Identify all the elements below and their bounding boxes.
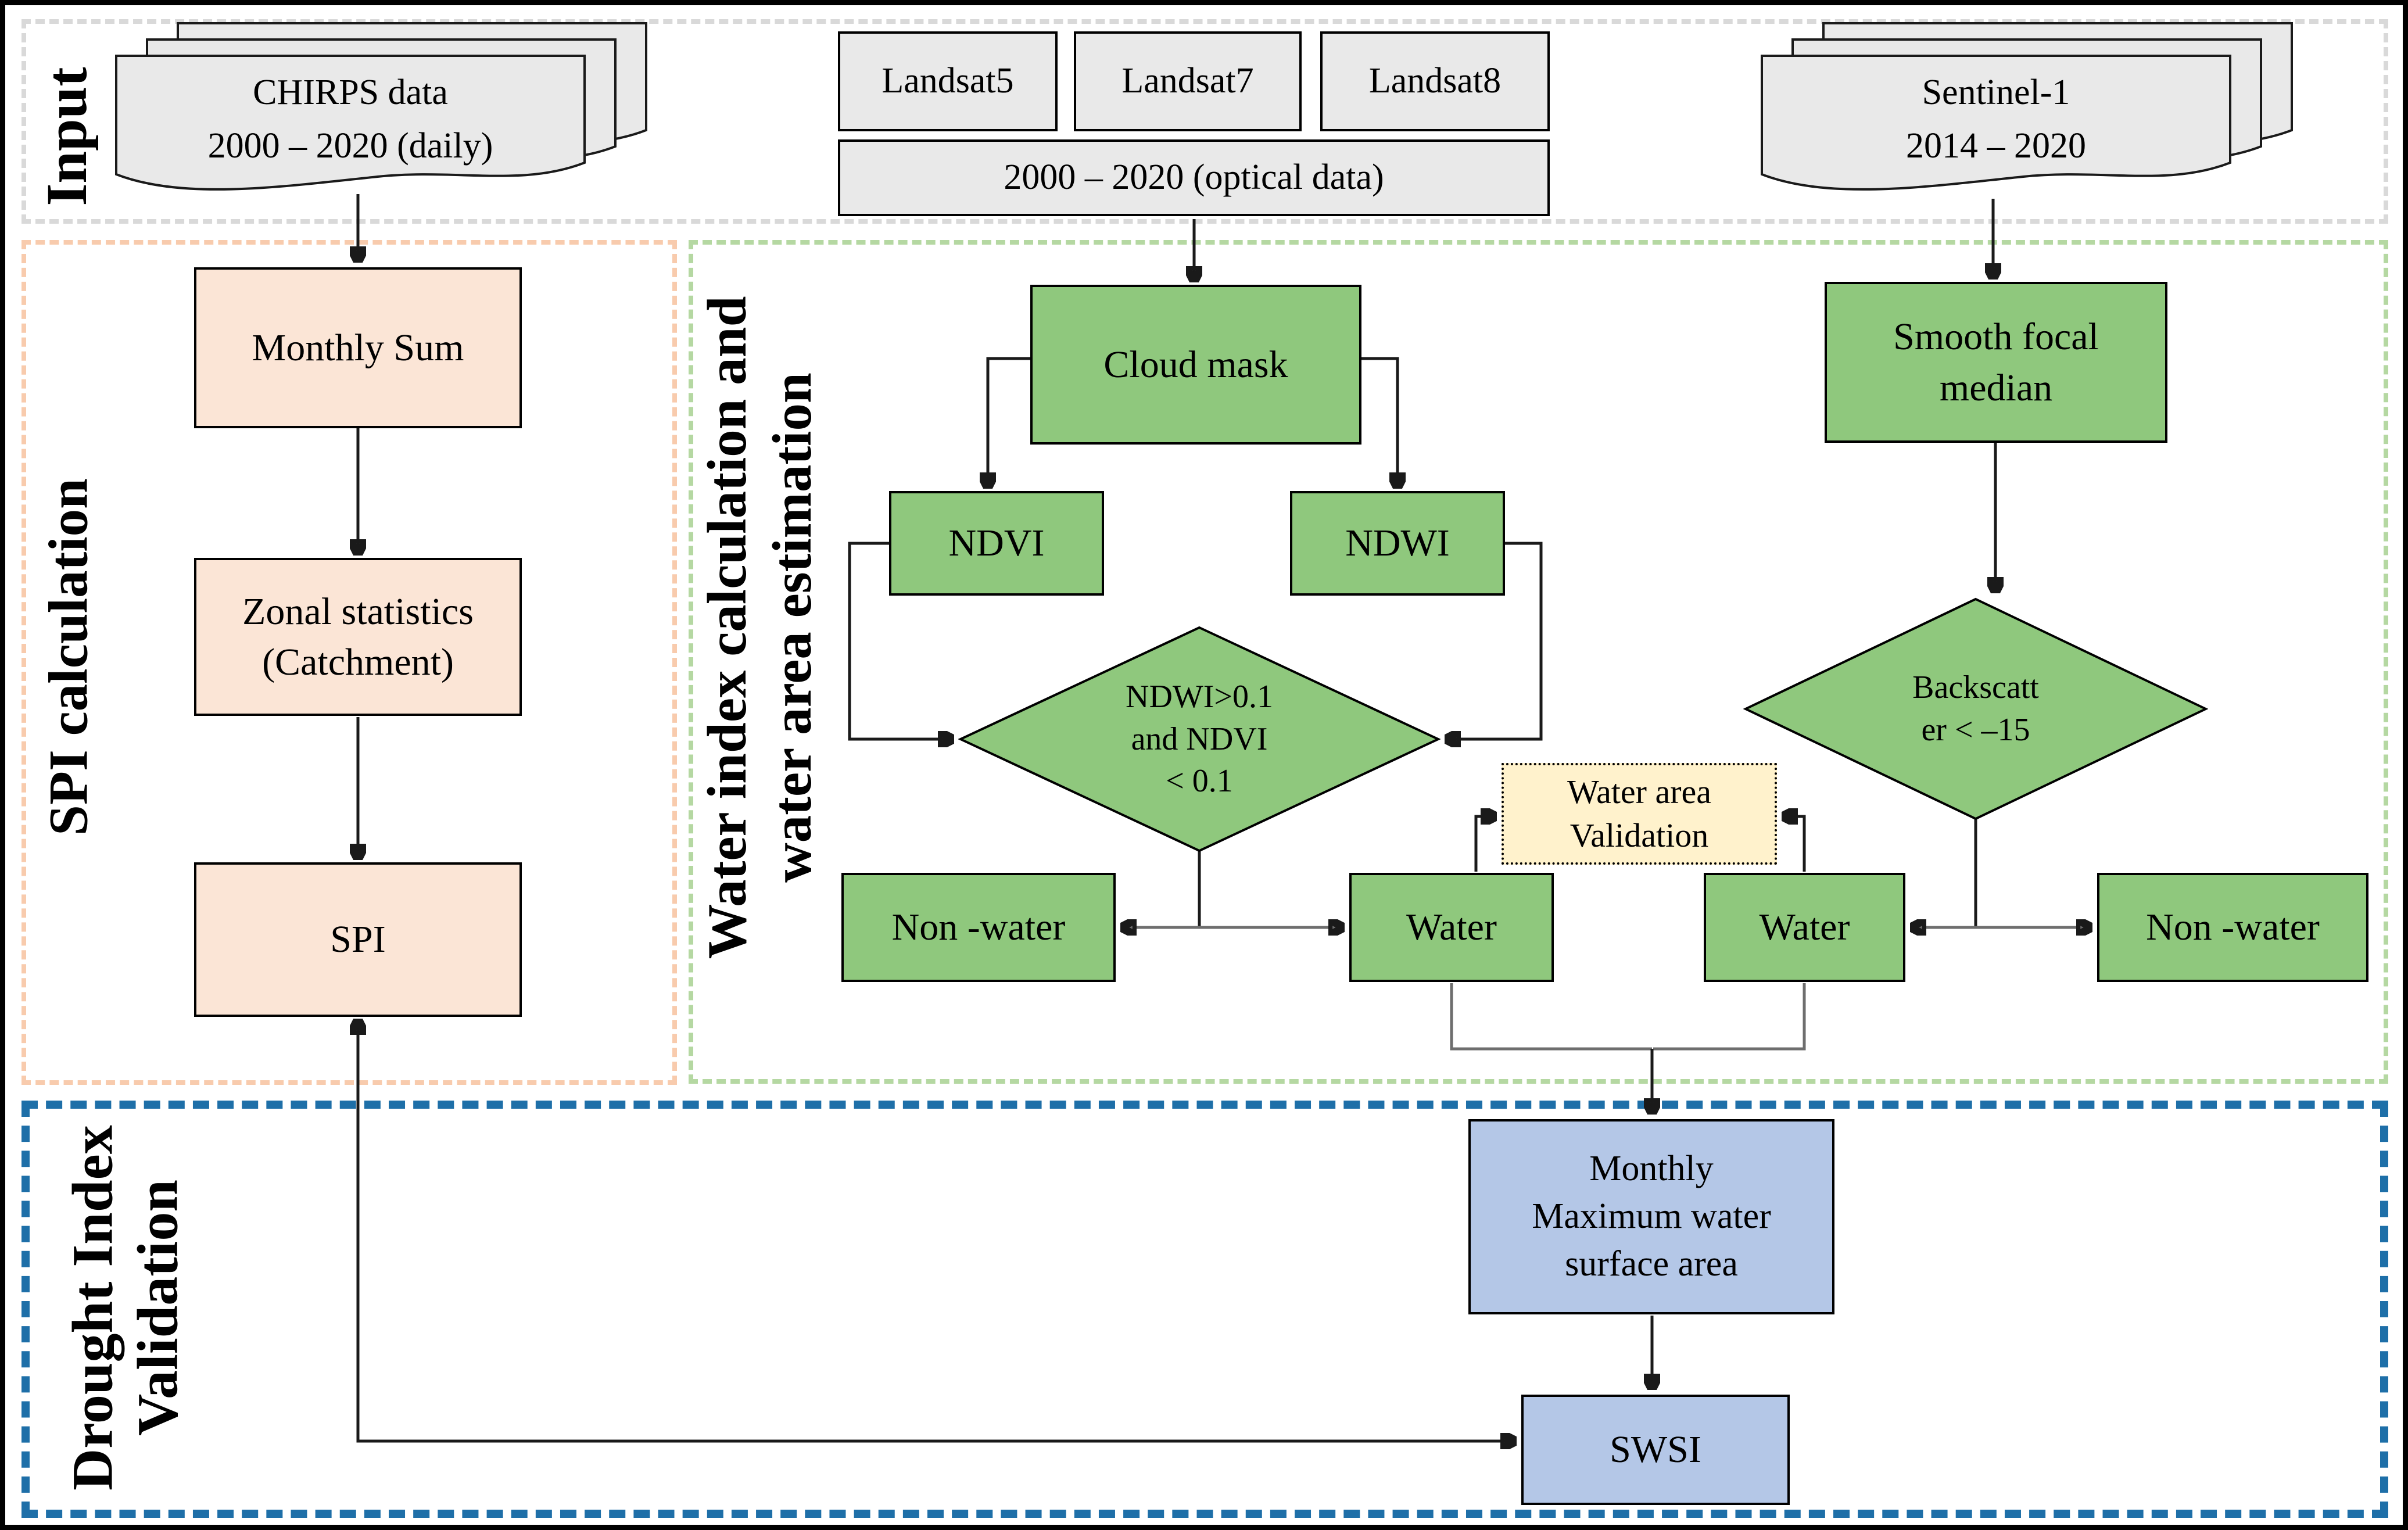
node-spi: SPI xyxy=(194,862,522,1017)
node-smooth-focal-median: Smooth focal median xyxy=(1825,282,2167,443)
node-water-sar: Water xyxy=(1704,873,1905,982)
node-monthly-max-water-area: Monthly Maximum water surface area xyxy=(1468,1119,1834,1314)
node-zonal-statistics: Zonal statistics (Catchment) xyxy=(194,558,522,716)
line-water-optical-merge xyxy=(1450,983,1652,1051)
decision-backscatter: Backscatt er < –15 xyxy=(1743,597,2208,821)
arrow-ndvi-to-decision xyxy=(848,542,952,739)
document-stack-icon xyxy=(1761,22,2293,191)
arrow-water-sar-to-validation xyxy=(1784,816,1806,872)
node-water-optical: Water xyxy=(1349,873,1554,982)
decision-ndwi-ndvi: NDWI>0.1 and NDVI < 0.1 xyxy=(958,625,1440,853)
section-water-index xyxy=(689,240,2388,1084)
chirps-label: CHIRPS data 2000 – 2020 (daily) xyxy=(207,73,493,166)
arrow-cloud-mask-to-ndwi xyxy=(1361,357,1397,486)
arrow-spi-swsi-link xyxy=(358,1021,1514,1441)
diamond-shape xyxy=(1743,597,2208,820)
node-monthly-sum: Monthly Sum xyxy=(194,267,522,428)
node-swsi: SWSI xyxy=(1521,1395,1790,1505)
diamond-shape xyxy=(958,626,1440,852)
line-water-sar-merge xyxy=(1653,983,1806,1051)
decision-ndwi-ndvi-label: NDWI>0.1 and NDVI < 0.1 xyxy=(1126,678,1273,800)
sentinel-label: Sentinel-1 2014 – 2020 xyxy=(1906,73,2086,166)
sentinel-document-stack: Sentinel-1 2014 – 2020 xyxy=(1760,21,2296,207)
node-water-area-validation: Water area Validation xyxy=(1502,763,1777,865)
node-non-water-optical: Non -water xyxy=(841,873,1116,982)
chirps-document-stack: CHIRPS data 2000 – 2020 (daily) xyxy=(114,21,651,207)
arrow-ndwi-to-decision xyxy=(1447,542,1543,739)
arrow-water-optical-to-validation xyxy=(1474,816,1495,872)
node-ndwi: NDWI xyxy=(1290,491,1505,596)
node-landsat7: Landsat7 xyxy=(1074,31,1302,131)
node-landsat5: Landsat5 xyxy=(838,31,1058,131)
document-stack-icon xyxy=(115,22,647,191)
node-non-water-sar: Non -water xyxy=(2097,873,2368,982)
section-spi-calculation xyxy=(21,240,677,1085)
section-input xyxy=(21,19,2388,224)
decision-backscatter-label: Backscatt er < –15 xyxy=(1912,669,2039,748)
node-landsat8: Landsat8 xyxy=(1320,31,1550,131)
node-cloud-mask: Cloud mask xyxy=(1030,285,1361,445)
arrow-cloud-mask-to-ndvi xyxy=(988,357,1030,486)
node-ndvi: NDVI xyxy=(889,491,1104,596)
node-optical-data: 2000 – 2020 (optical data) xyxy=(838,139,1550,216)
